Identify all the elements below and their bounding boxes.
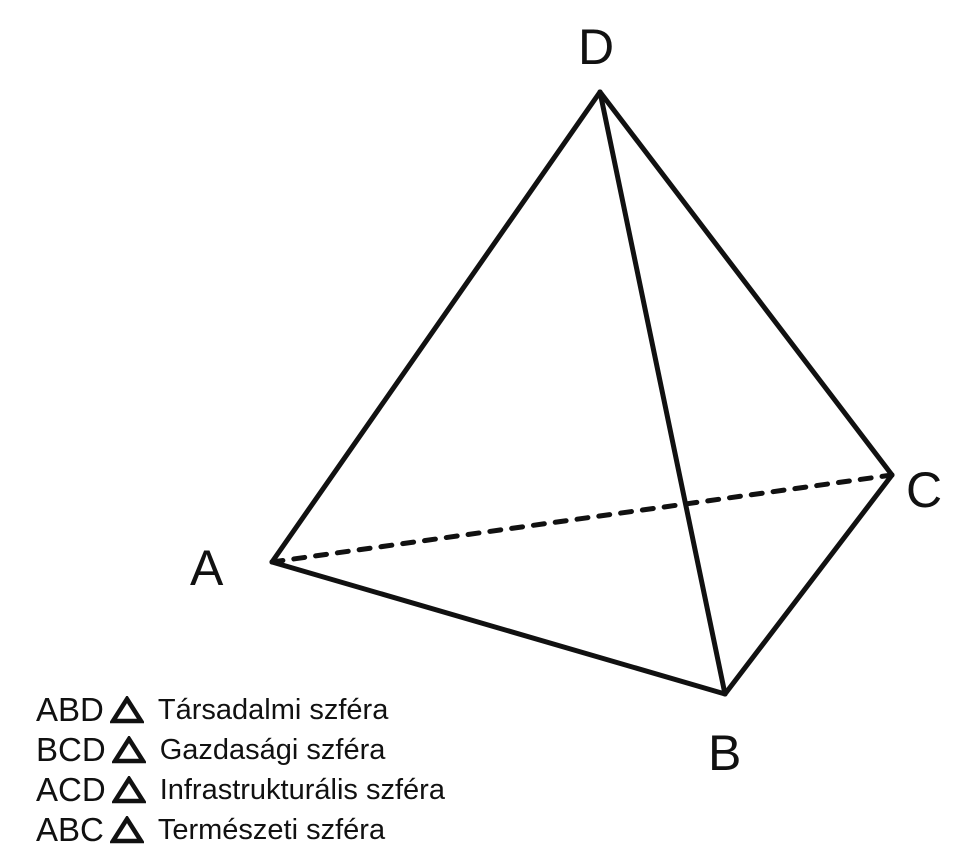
legend-label: Természeti szféra bbox=[157, 813, 386, 846]
triangle-icon bbox=[109, 816, 144, 844]
legend-label: Gazdasági szféra bbox=[159, 733, 386, 766]
triangle-icon bbox=[111, 736, 146, 764]
vertex-label-c: C bbox=[906, 462, 942, 518]
legend-label: Infrastrukturális szféra bbox=[159, 773, 445, 806]
legend-label: Társadalmi szféra bbox=[157, 693, 389, 726]
legend-item-bcd: BCD Gazdasági szféra bbox=[36, 730, 636, 770]
vertex-label-a: A bbox=[190, 540, 224, 596]
legend-code: ACD bbox=[36, 771, 106, 808]
legend-item-acd: ACD Infrastrukturális szféra bbox=[36, 770, 636, 810]
triangle-icon bbox=[109, 696, 144, 724]
edge-CD bbox=[597, 89, 895, 478]
edge-BD bbox=[597, 89, 728, 697]
legend-code: ABC bbox=[36, 811, 104, 848]
edge-AC-hidden bbox=[269, 472, 895, 565]
vertex-label-b: B bbox=[708, 725, 741, 781]
legend-item-abd: ABD Társadalmi szféra bbox=[36, 690, 636, 730]
vertex-label-d: D bbox=[578, 19, 614, 75]
edge-AB bbox=[269, 559, 728, 697]
legend-code: BCD bbox=[36, 731, 106, 768]
legend-code: ABD bbox=[36, 691, 104, 728]
legend-item-abc: ABC Természeti szféra bbox=[36, 810, 636, 850]
triangle-icon bbox=[111, 776, 146, 804]
edge-BC bbox=[722, 472, 895, 697]
edge-AD bbox=[269, 89, 603, 565]
legend: ABD Társadalmi szféra BCD Gazdasági szfé… bbox=[36, 690, 636, 850]
